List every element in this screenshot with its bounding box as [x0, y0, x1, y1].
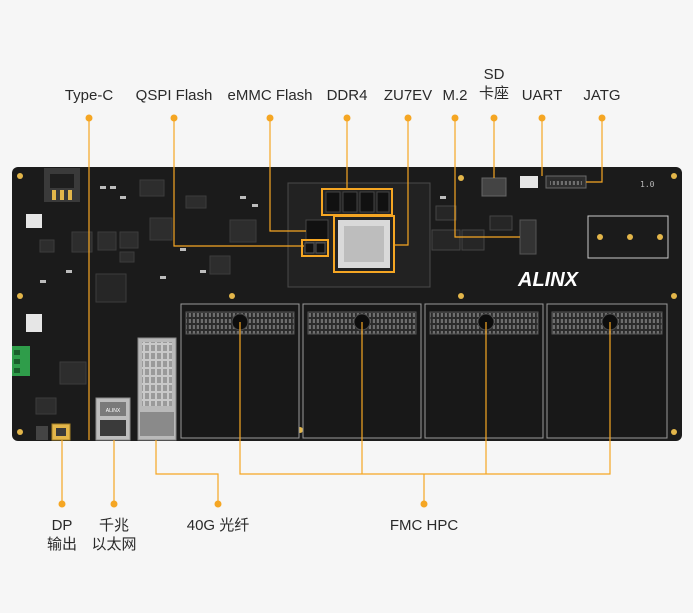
- jtag-header: [545, 175, 587, 189]
- dp-connector: [51, 423, 71, 441]
- label-fmc-hpc: FMC HPC: [389, 517, 459, 534]
- side-connector: [26, 314, 42, 332]
- mounting-holes: [17, 173, 677, 435]
- callout-lines: [61, 118, 611, 504]
- terminal-block: [12, 346, 30, 376]
- m2-outline: [587, 215, 669, 259]
- label-qspi-flash: QSPI Flash: [135, 87, 213, 104]
- zu7ev-chip: [333, 215, 395, 273]
- callout-dots: [58, 114, 606, 508]
- sd-card-socket: [481, 177, 507, 197]
- label-emmc-flash: eMMC Flash: [227, 87, 313, 104]
- label-uart: UART: [521, 87, 563, 104]
- m2-area-chips: [431, 205, 513, 251]
- label-zu7ev: ZU7EV: [383, 87, 433, 104]
- bottom-left-port: [36, 426, 48, 440]
- left-components: [35, 179, 257, 415]
- ethernet-jack-label: ALINX: [106, 408, 121, 414]
- label-jatg: JATG: [583, 87, 621, 104]
- m2-slot: [519, 219, 537, 255]
- version-mark: 1.0: [640, 180, 655, 189]
- ddr4-chips: [321, 188, 393, 216]
- label-m2: M.2: [442, 87, 468, 104]
- board-logo: ALINX: [517, 269, 580, 291]
- power-connector: [26, 214, 42, 228]
- uart-connector: [520, 176, 538, 188]
- fmc-connector-3: [424, 303, 544, 439]
- fmc-connector-4: [546, 303, 668, 439]
- top-left-connector: [44, 168, 80, 202]
- label-ddr4: DDR4: [326, 87, 368, 104]
- ethernet-jack: ALINX: [95, 397, 131, 441]
- qspi-flash-chips: [301, 239, 329, 257]
- qsfp-cage: [137, 337, 177, 441]
- label-40g-fiber: 40G 光纤: [186, 517, 250, 534]
- emmc-chip: [305, 219, 329, 243]
- label-type-c: Type-C: [64, 87, 114, 104]
- label-gigabit-ethernet: 千兆以太网: [91, 517, 137, 553]
